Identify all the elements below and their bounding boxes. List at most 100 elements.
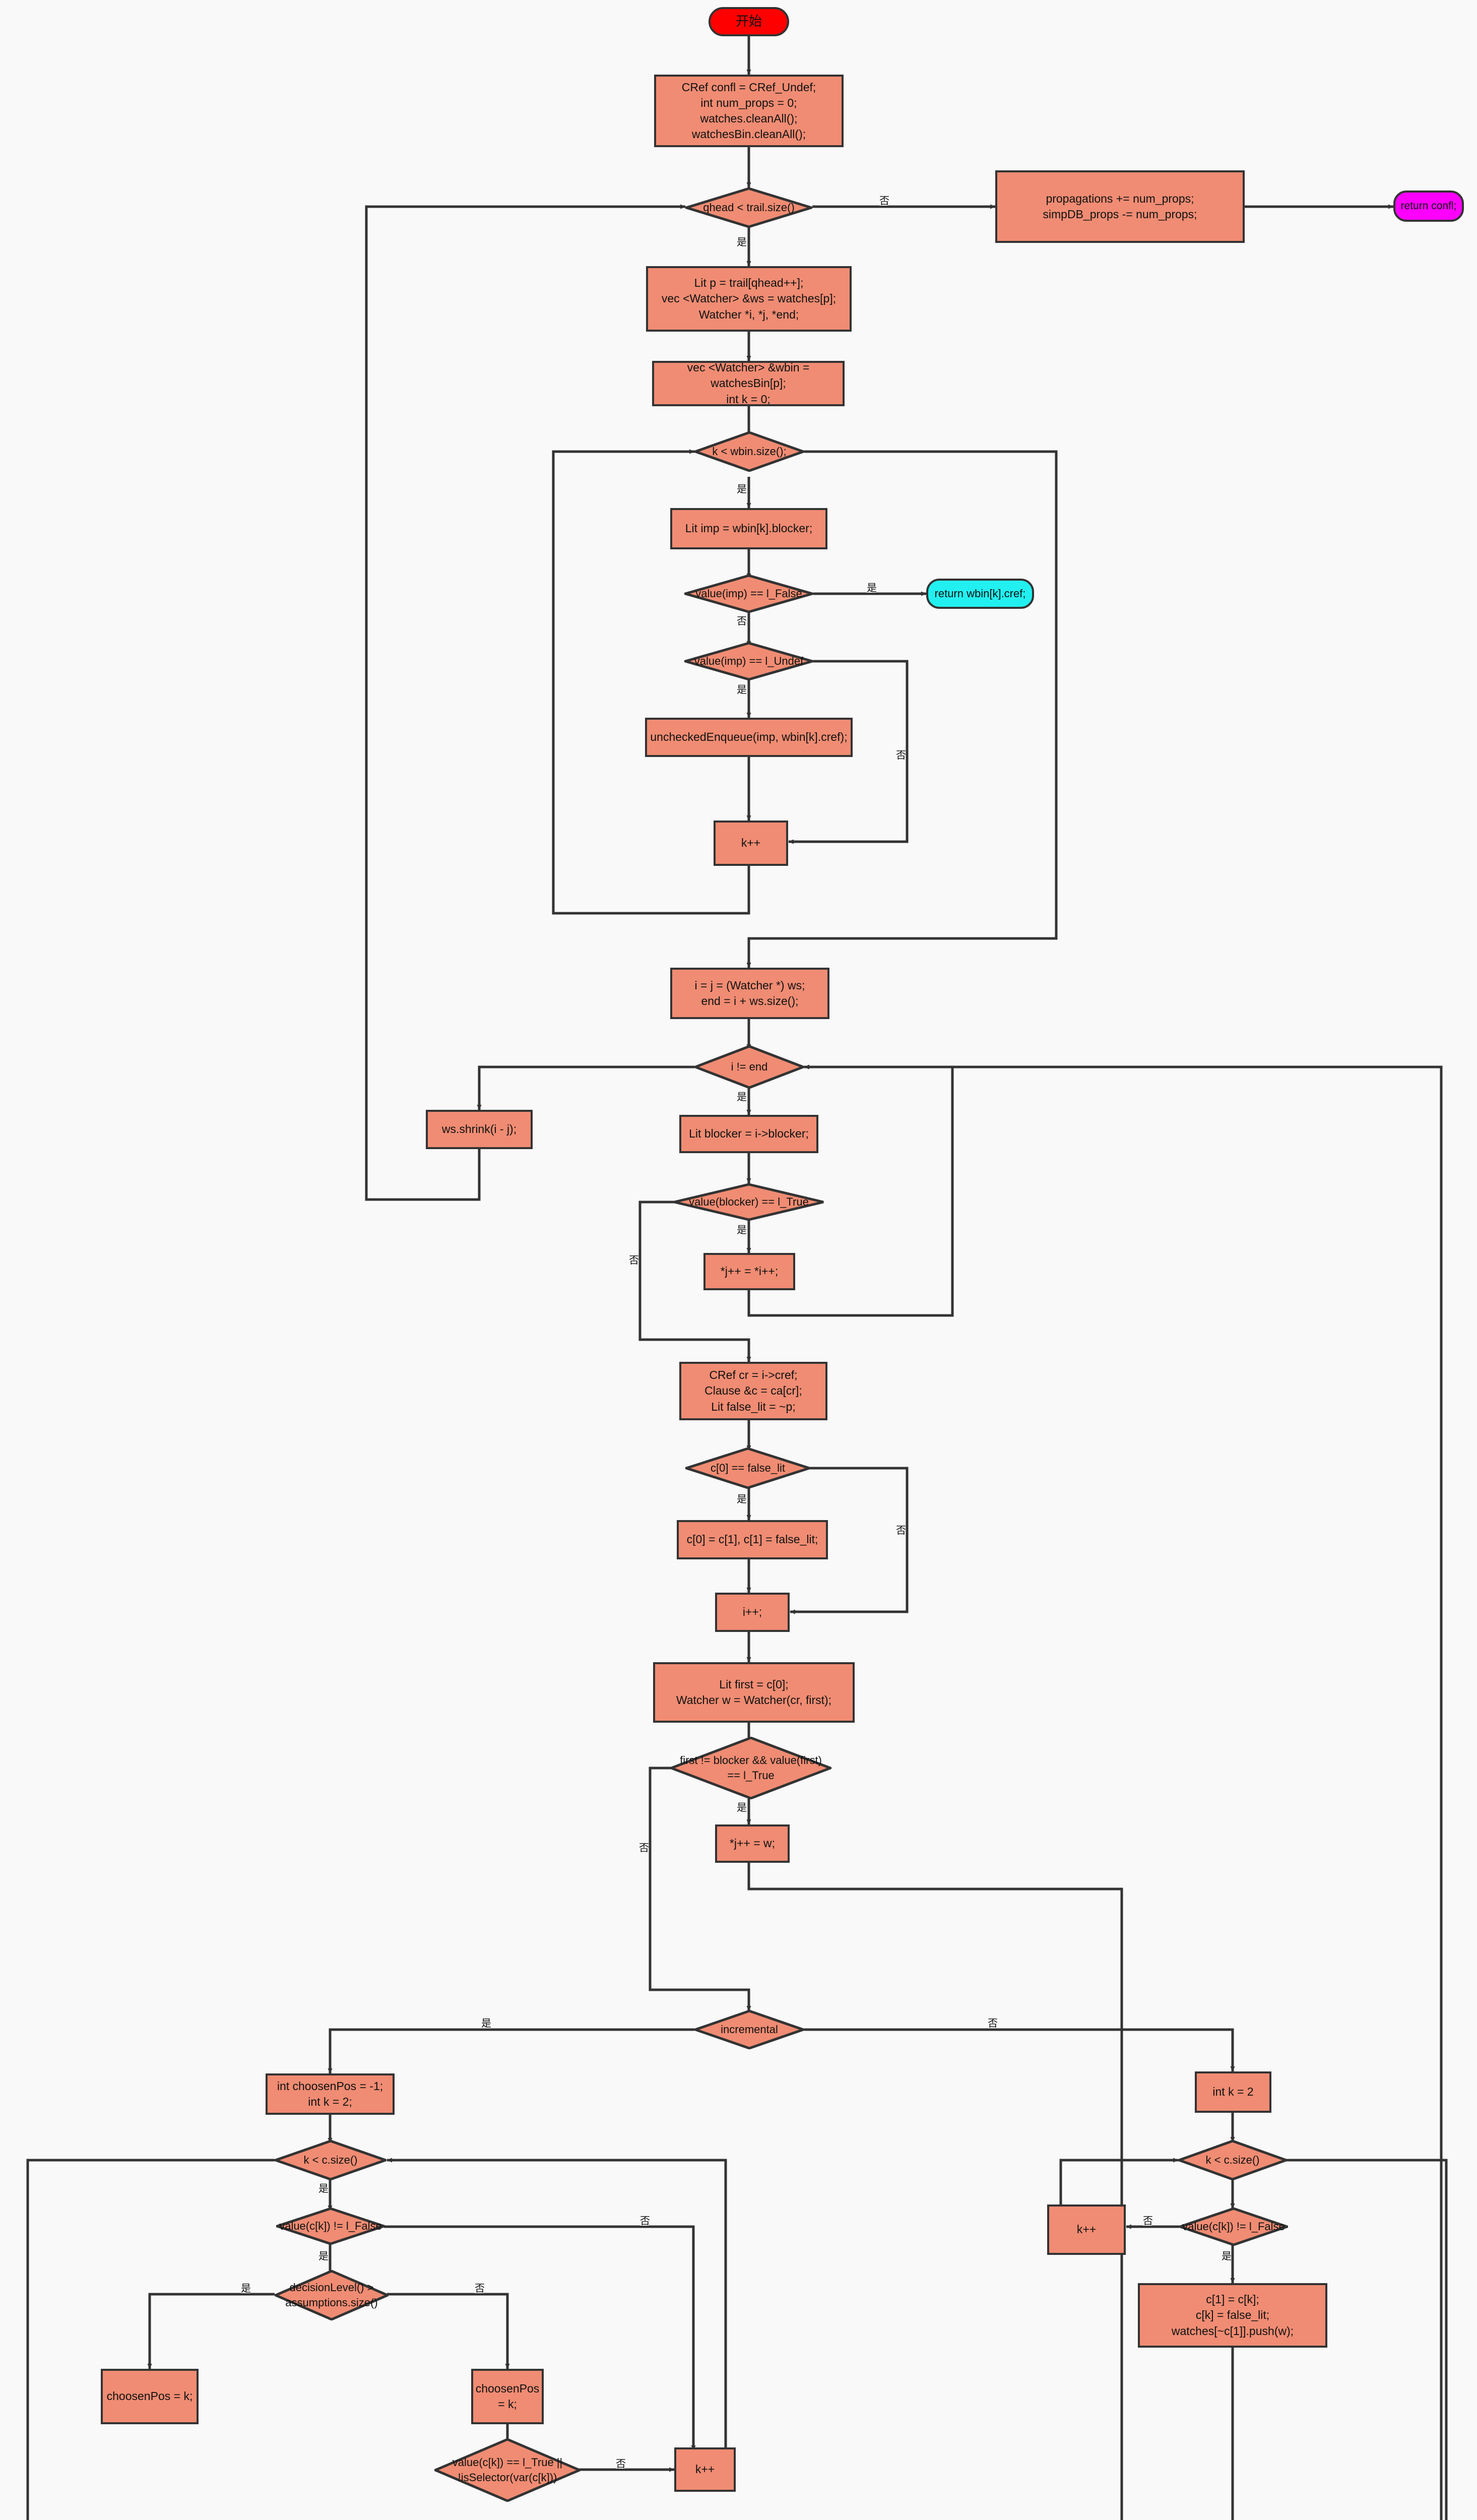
node-i-ne-end: i != end: [694, 1045, 804, 1089]
node-i-ne-end-label: i != end: [731, 1060, 768, 1074]
node-k-inc-bin: k++: [714, 821, 788, 866]
edge-label-impfalse-no: 否: [737, 616, 747, 627]
node-copy-watch1-label: *j++ = *i++;: [720, 1265, 779, 1278]
node-blocker-assign-label: Lit blocker = i->blocker;: [689, 1127, 809, 1141]
node-choosen-k-b: choosenPos = k;: [471, 2369, 544, 2424]
node-props-update-label: propagations += num_props; simpDB_props …: [1043, 192, 1197, 221]
node-k-lt-csize-right-label: k < c.size(): [1205, 2154, 1260, 2167]
node-first-true: first != blocker && value(first) == l_Tr…: [670, 1737, 831, 1799]
node-pick-lit-label: Lit p = trail[qhead++]; vec <Watcher> &w…: [661, 276, 837, 321]
node-ws-shrink: ws.shrink(i - j);: [426, 1110, 533, 1149]
node-decision-level-label: decisionLevel() > assumptions.size(): [285, 2281, 378, 2309]
node-choosen-init: int choosenPos = -1; int k = 2;: [266, 2073, 395, 2115]
node-imp-assign: Lit imp = wbin[k].blocker;: [670, 508, 827, 549]
edge-label-cknfleft-no: 否: [640, 2216, 650, 2227]
node-c0-eq-false-label: c[0] == false_lit: [711, 1462, 785, 1475]
node-blocker-true-label: value(blocker) == l_True: [689, 1195, 809, 1209]
node-clause-load-label: CRef cr = i->cref; Clause &c = ca[cr]; L…: [704, 1368, 802, 1413]
node-return-confl-label: return confl;: [1400, 200, 1457, 212]
node-pick-lit: Lit p = trail[qhead++]; vec <Watcher> &w…: [646, 266, 852, 332]
node-start-label: 开始: [735, 14, 762, 29]
node-k-inc-left-label: k++: [695, 2463, 715, 2476]
edge-label-c0-yes: 是: [737, 1494, 747, 1505]
edge-label-declevel-yes: 是: [241, 2283, 251, 2294]
edge-label-qhead-yes: 是: [737, 237, 747, 248]
edge-label-impfalse-yes: 是: [867, 583, 877, 594]
node-k-init-right-label: int k = 2: [1212, 2085, 1254, 2099]
node-i-inc: i++;: [715, 1593, 790, 1632]
edge-label-kltleft-yes: 是: [318, 2183, 329, 2194]
node-blocker-true: value(blocker) == l_True: [673, 1183, 824, 1221]
edge-label-blockertrue-yes: 是: [737, 1225, 747, 1236]
node-ck-not-false-right-label: value(c[k]) != l_False: [1182, 2220, 1285, 2233]
node-imp-assign-label: Lit imp = wbin[k].blocker;: [685, 522, 813, 535]
node-qhead-cond-label: qhead < trail.size(): [703, 201, 795, 214]
node-imp-false: value(imp) == l_False: [684, 575, 813, 613]
edge-label-incremental-no: 否: [988, 2018, 998, 2029]
node-k-inc-right-label: k++: [1076, 2223, 1097, 2236]
edge-label-qhead-no: 否: [879, 196, 889, 207]
edge-label-declevel-no: 否: [475, 2283, 485, 2294]
node-k-lt-csize-right: k < c.size(): [1178, 2140, 1287, 2180]
node-init-label: CRef confl = CRef_Undef; int num_props =…: [681, 80, 816, 141]
node-copy-w1: *j++ = w;: [715, 1824, 790, 1863]
node-choosen-k-b-label: choosenPos = k;: [475, 2381, 540, 2411]
edge-label-impundef-no: 否: [896, 750, 906, 761]
node-incremental-label: incremental: [721, 2023, 778, 2036]
node-first-true-label: first != blocker && value(first) == l_Tr…: [680, 1754, 822, 1782]
node-k-inc-bin-label: k++: [741, 836, 761, 850]
node-wbin-init-label: vec <Watcher> &wbin = watchesBin[p]; int…: [687, 361, 810, 406]
node-choosen-init-label: int choosenPos = -1; int k = 2;: [277, 2079, 383, 2108]
node-blocker-assign: Lit blocker = i->blocker;: [679, 1115, 818, 1153]
node-ck-not-false-left: value(c[k]) != l_False: [276, 2208, 385, 2245]
node-ck-true-or-sel: value(c[k]) == l_True || !isSelector(var…: [434, 2438, 581, 2502]
edge-label-inend-yes: 是: [737, 1092, 747, 1103]
edge-label-c0-no: 否: [896, 1525, 906, 1536]
node-props-update: propagations += num_props; simpDB_props …: [995, 170, 1245, 243]
node-ck-not-false-left-label: value(c[k]) != l_False: [279, 2220, 382, 2233]
node-copy-w1-label: *j++ = w;: [729, 1837, 776, 1850]
edge-label-impundef-yes: 是: [737, 684, 747, 696]
node-ck-true-or-sel-label: value(c[k]) == l_True || !isSelector(var…: [452, 2456, 563, 2484]
node-ws-shrink-label: ws.shrink(i - j);: [441, 1122, 517, 1136]
edge-label-cktruesel-no: 否: [616, 2459, 626, 2470]
node-i-inc-label: i++;: [742, 1605, 762, 1619]
node-decision-level: decisionLevel() > assumptions.size(): [275, 2270, 389, 2320]
node-k-lt-csize-left: k < c.size(): [275, 2140, 387, 2180]
edge-label-cknfright-yes: 是: [1222, 2251, 1232, 2262]
node-k-lt-csize-left-label: k < c.size(): [303, 2154, 358, 2167]
node-return-wbin-cref: return wbin[k].cref;: [926, 579, 1034, 609]
node-first-watcher-label: Lit first = c[0]; Watcher w = Watcher(cr…: [676, 1677, 832, 1707]
node-clause-load: CRef cr = i->cref; Clause &c = ca[cr]; L…: [679, 1362, 827, 1420]
node-wbin-cond-label: k < wbin.size();: [712, 445, 787, 458]
node-imp-false-label: value(imp) == l_False: [695, 587, 802, 600]
edge-label-cknfright-no: 否: [1143, 2216, 1153, 2227]
node-k-inc-left: k++: [674, 2447, 736, 2492]
node-enqueue-imp: uncheckedEnqueue(imp, wbin[k].cref);: [645, 718, 853, 757]
node-enqueue-imp-label: uncheckedEnqueue(imp, wbin[k].cref);: [650, 730, 848, 744]
node-watch-update-right-label: c[1] = c[k]; c[k] = false_lit; watches[~…: [1171, 2293, 1294, 2338]
node-return-confl: return confl;: [1393, 191, 1464, 222]
node-imp-undef: value(imp) == l_Undef: [684, 642, 813, 680]
node-copy-watch1: *j++ = *i++;: [703, 1253, 795, 1290]
node-start: 开始: [709, 7, 789, 36]
node-c0-eq-false: c[0] == false_lit: [685, 1447, 810, 1489]
edge-label-blockertrue-no: 否: [629, 1255, 639, 1266]
edge-label-cknfleft-yes: 是: [318, 2251, 329, 2262]
node-init: CRef confl = CRef_Undef; int num_props =…: [654, 75, 844, 147]
node-k-inc-right: k++: [1047, 2204, 1126, 2255]
node-ij-init: i = j = (Watcher *) ws; end = i + ws.siz…: [670, 968, 829, 1019]
edge-label-incremental-yes: 是: [481, 2018, 491, 2029]
node-imp-undef-label: value(imp) == l_Undef: [694, 655, 804, 668]
node-swap-c0-c1-label: c[0] = c[1], c[1] = false_lit;: [686, 1533, 818, 1546]
node-wbin-init: vec <Watcher> &wbin = watchesBin[p]; int…: [652, 361, 845, 406]
edge-label-wbin-yes: 是: [737, 484, 747, 495]
edge-label-firsttrue-yes: 是: [737, 1802, 747, 1813]
node-k-init-right: int k = 2: [1195, 2071, 1271, 2113]
node-swap-c0-c1: c[0] = c[1], c[1] = false_lit;: [677, 1520, 828, 1559]
node-ij-init-label: i = j = (Watcher *) ws; end = i + ws.siz…: [694, 978, 805, 1007]
node-watch-update-right: c[1] = c[k]; c[k] = false_lit; watches[~…: [1138, 2283, 1327, 2348]
node-ck-not-false-right: value(c[k]) != l_False: [1179, 2208, 1288, 2246]
